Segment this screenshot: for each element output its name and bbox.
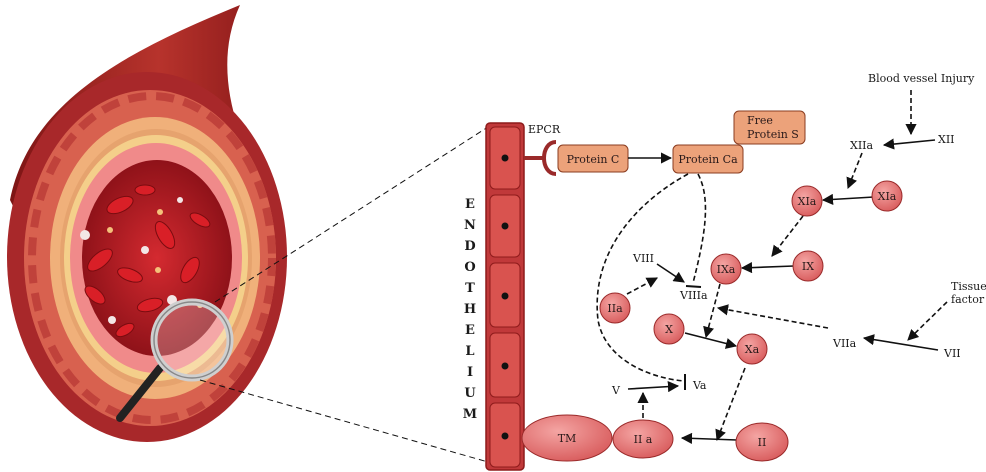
arrow-ix-to-ixa: [740, 262, 795, 274]
arrow-xia-to-xia: [821, 193, 875, 205]
v-label: V: [611, 384, 621, 397]
arrow-iia-to-viii: [626, 277, 658, 295]
tissue-factor-label-1: Tissue: [951, 280, 986, 293]
protein-c-label: Protein C: [567, 153, 620, 166]
arrow-v-to-va: [627, 381, 680, 393]
endothelial-cells: [489, 126, 521, 468]
vii-label: VII: [943, 347, 961, 360]
endothelium-label: E N D O T H E L I U M: [463, 197, 477, 422]
free-protein-s-label-2: Protein S: [747, 128, 799, 141]
svg-text:II a: II a: [634, 433, 653, 446]
node-iia-bottom: II a: [612, 419, 674, 459]
node-iia-left: IIa: [599, 292, 631, 324]
node-x: X: [653, 313, 685, 345]
protein-ca-label: Protein Ca: [678, 153, 738, 166]
arrow-viia-to-ixa: [716, 304, 829, 329]
xii-label: XII: [938, 133, 955, 146]
viiia-label: VIIIa: [679, 289, 708, 302]
epcr-receptor: EPCR: [524, 123, 561, 176]
node-tm: TM: [521, 414, 613, 462]
endo-letter: D: [464, 239, 475, 254]
endo-letter: O: [464, 260, 475, 275]
factor-nodes: XIa XIa IX IXa IIa X Xa TM: [521, 180, 903, 462]
node-ii: II: [735, 422, 789, 462]
endothelium-column: E N D O T H E L I U M: [463, 122, 525, 471]
pathway-arrows: [596, 90, 948, 444]
viia-label: VIIa: [832, 337, 857, 350]
endo-letter: N: [464, 218, 476, 233]
node-ixa: IXa: [710, 253, 742, 285]
va-label: Va: [692, 379, 707, 392]
arrow-viii-to-viiia: [656, 263, 685, 283]
arrow-ixa-to-x: [703, 283, 721, 339]
svg-text:IX: IX: [802, 260, 814, 273]
svg-text:XIa: XIa: [878, 190, 897, 203]
blood-vessel-injury-label: Blood vessel Injury: [868, 72, 975, 85]
endo-letter: L: [465, 344, 474, 359]
arrow-ii-to-iia: [680, 432, 738, 444]
arrow-xa-to-ii: [715, 367, 746, 442]
svg-text:TM: TM: [558, 432, 577, 445]
svg-text:Xa: Xa: [745, 343, 760, 356]
arrow-xii-to-xiia: [882, 138, 936, 150]
vessel-media-texture: [28, 92, 276, 424]
inhibition-proteinca-to-viiia: [692, 173, 707, 284]
svg-text:IXa: IXa: [717, 263, 736, 276]
endo-letter: T: [465, 281, 475, 296]
blood-vessel-illustration: [7, 5, 287, 442]
arrow-vii-to-viia: [862, 334, 939, 351]
endo-letter: E: [465, 197, 475, 212]
inhibition-proteinca-to-va: [596, 173, 689, 382]
svg-text:IIa: IIa: [607, 302, 623, 315]
factor-labels: Blood vessel Injury XIIa XII VIII VIIIa …: [611, 72, 986, 397]
svg-text:II: II: [758, 436, 767, 449]
svg-text:X: X: [665, 323, 673, 336]
svg-text:XIa: XIa: [798, 195, 817, 208]
node-ix: IX: [792, 250, 824, 282]
arrow-x-to-xa: [684, 332, 738, 349]
free-protein-s-box: Free Protein S: [733, 110, 806, 145]
free-protein-s-label-1: Free: [747, 114, 773, 127]
endo-letter: U: [464, 386, 476, 401]
blood-cells: [80, 184, 211, 338]
endo-letter: E: [465, 323, 475, 338]
node-xia-left: XIa: [791, 185, 823, 217]
arrow-xia-to-ixa: [771, 215, 804, 257]
magnifier-icon: [116, 298, 234, 422]
endo-letter: H: [464, 302, 476, 317]
viii-label: VIII: [632, 252, 654, 265]
node-xia-right: XIa: [871, 180, 903, 212]
xiia-label: XIIa: [850, 139, 874, 152]
zoom-line-bottom: [199, 379, 489, 463]
protein-ca-box: Protein Ca: [672, 144, 744, 174]
arrow-tissue-factor-to-vii: [907, 301, 948, 341]
tissue-factor-label-2: factor: [951, 293, 985, 306]
zoom-line-top: [214, 126, 489, 303]
endo-letter: I: [467, 365, 473, 380]
protein-c-box: Protein C: [557, 144, 629, 173]
arrow-xiia-to-xia: [846, 152, 863, 190]
node-xa: Xa: [736, 333, 768, 365]
endo-letter: M: [463, 407, 477, 422]
epcr-label: EPCR: [528, 123, 561, 136]
